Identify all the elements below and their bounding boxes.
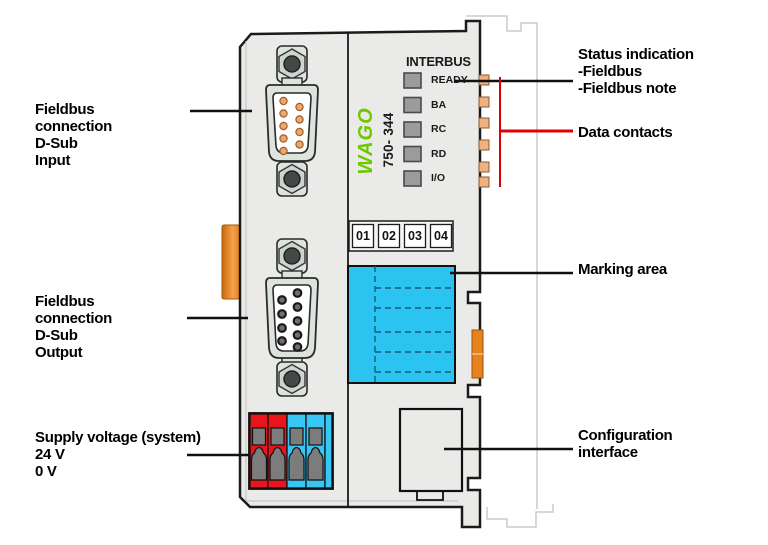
- callout-line: Configuration: [578, 427, 673, 444]
- callout-line: Fieldbus: [35, 101, 95, 118]
- callout-line: Output: [35, 344, 83, 361]
- callout-marking-area: Marking area: [578, 261, 667, 278]
- callout-configuration-interface: Configuration interface: [578, 427, 673, 461]
- wago-logo: WAGO: [355, 107, 377, 175]
- status-leds: [403, 72, 422, 187]
- side-bus-contact: [471, 329, 484, 379]
- led-label-rd: RD: [431, 147, 447, 160]
- led-label-ba: BA: [431, 98, 447, 111]
- dsub-input-connector: [265, 45, 319, 197]
- callout-line: D-Sub: [35, 327, 78, 344]
- model-number-label: 750- 344: [381, 112, 396, 168]
- marking-slot-strip: [348, 220, 454, 252]
- callout-line: Fieldbus: [35, 293, 95, 310]
- callout-data-contacts: Data contacts: [578, 124, 673, 141]
- callout-line: Supply voltage (system): [35, 429, 201, 446]
- callout-line: 0 V: [35, 463, 57, 480]
- configuration-interface-outline: [398, 407, 464, 501]
- supply-terminal-block: [248, 412, 334, 490]
- callout-supply-voltage: Supply voltage (system) 24 V 0 V: [35, 429, 201, 480]
- marking-slot-03: 03: [408, 229, 422, 243]
- callout-line: connection: [35, 118, 113, 135]
- callout-status-indication: Status indication -Fieldbus -Fieldbus no…: [578, 46, 694, 97]
- led-label-ready: READY: [431, 74, 468, 86]
- callout-fieldbus-input: Fieldbus connection D-Sub Input: [35, 101, 112, 169]
- body-bevel-lines: [245, 41, 458, 502]
- led-label-io: I/O: [431, 172, 446, 184]
- callout-line: -Fieldbus note: [578, 80, 677, 97]
- callout-line: D-Sub: [35, 135, 78, 152]
- callout-line: connection: [35, 310, 113, 327]
- callout-line: Status indication: [578, 46, 694, 63]
- callout-line: interface: [578, 444, 638, 461]
- callout-line: Input: [35, 152, 71, 169]
- callout-line: -Fieldbus: [578, 63, 642, 80]
- din-rail-latch: [221, 224, 242, 300]
- callout-line: Data contacts: [578, 124, 673, 141]
- callout-line: Marking area: [578, 261, 667, 278]
- marking-slot-02: 02: [382, 229, 396, 243]
- fieldbus-name-label: INTERBUS: [406, 54, 471, 69]
- dsub-output-connector: [265, 238, 319, 397]
- marking-area: [347, 265, 456, 384]
- callout-line: 24 V: [35, 446, 65, 463]
- callout-fieldbus-output: Fieldbus connection D-Sub Output: [35, 293, 112, 361]
- data-contacts-pointer: [499, 77, 573, 187]
- adjacent-module-outline: [466, 15, 554, 528]
- led-label-rc: RC: [431, 123, 447, 135]
- marking-slot-04: 04: [434, 229, 448, 243]
- marking-slot-01: 01: [356, 229, 370, 243]
